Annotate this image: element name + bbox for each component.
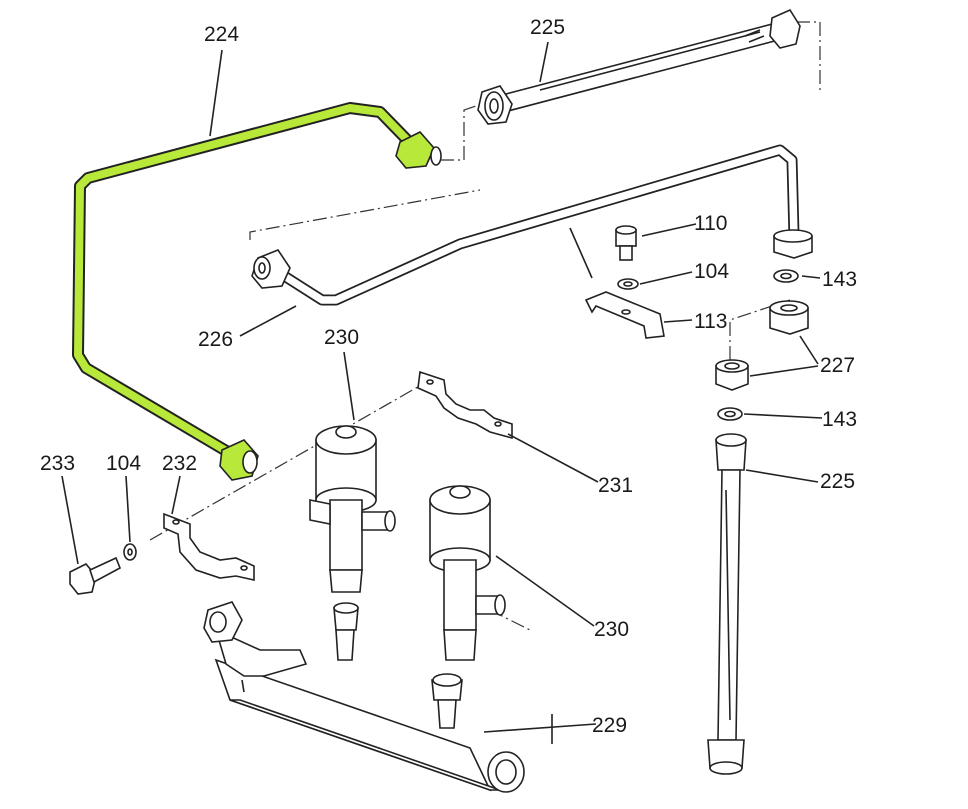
washer-143-top[interactable]	[773, 269, 799, 283]
callout-230-top: 230	[324, 326, 359, 349]
nut-227-upper[interactable]	[769, 300, 809, 335]
callout-224: 224	[204, 23, 239, 46]
callout-104-right: 104	[694, 260, 729, 283]
assembly-line-clamps	[149, 379, 431, 541]
assembly-line-clip	[569, 227, 593, 279]
washer-143-mid[interactable]	[717, 407, 743, 421]
pipe-226[interactable]	[251, 144, 813, 306]
washer-104-right[interactable]	[617, 278, 639, 290]
callout-110: 110	[694, 212, 727, 235]
clamp-231[interactable]	[417, 370, 513, 440]
callout-227: 227	[820, 354, 855, 377]
hose-225-top[interactable]	[477, 8, 801, 125]
callout-225-top: 225	[530, 16, 565, 39]
callout-229: 229	[592, 714, 627, 737]
callout-143-top: 143	[822, 268, 857, 291]
valve-230-upper[interactable]	[309, 425, 396, 661]
pipe-226-right-nut	[773, 229, 813, 259]
callout-225-right: 225	[820, 470, 855, 493]
clamp-232[interactable]	[163, 512, 255, 581]
callout-232: 232	[162, 452, 197, 475]
pipe-226-left-fitting	[251, 249, 291, 289]
callout-230-bottom: 230	[594, 618, 629, 641]
callout-226: 226	[198, 328, 233, 351]
assembly-line-top-right	[796, 21, 821, 90]
leader-lines	[61, 41, 823, 744]
callout-104-left: 104	[106, 452, 141, 475]
clip-113[interactable]	[584, 291, 665, 339]
bolt-110[interactable]	[615, 225, 637, 261]
assembly-line-226	[249, 189, 481, 240]
callout-143-mid: 143	[822, 408, 857, 431]
callout-231: 231	[598, 474, 633, 497]
manifold-229[interactable]	[203, 601, 525, 793]
bolt-233[interactable]	[69, 556, 122, 595]
hose-225-right[interactable]	[707, 433, 747, 775]
highlighted-pipe-224[interactable]	[72, 102, 442, 481]
pipe-224-lower-nut	[219, 439, 259, 481]
callout-233: 233	[40, 452, 75, 475]
assembly-line-upper	[440, 99, 495, 161]
nut-227-lower[interactable]	[715, 359, 749, 391]
callout-113: 113	[694, 310, 727, 333]
washer-104-left[interactable]	[123, 543, 137, 561]
valve-230-lower[interactable]	[429, 485, 506, 729]
pipe-224-upper-nut	[395, 131, 442, 169]
